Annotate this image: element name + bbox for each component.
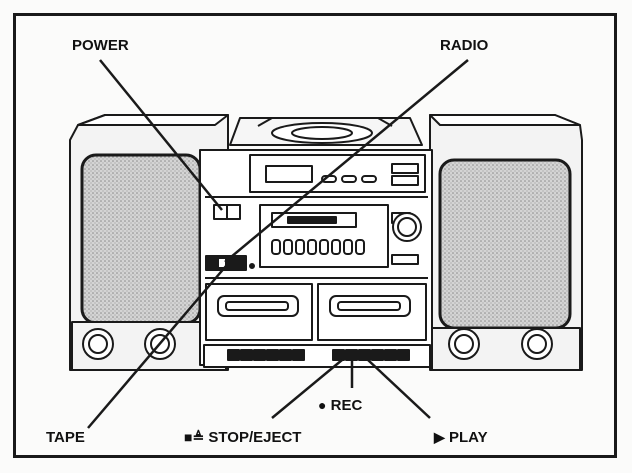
- transport-keys-right: [332, 349, 410, 361]
- stop-eject-label-text: STOP/EJECT: [208, 429, 302, 446]
- tape-label: TAPE: [46, 429, 85, 446]
- tape-label-text: TAPE: [46, 429, 85, 446]
- center-unit: [199, 117, 433, 368]
- stop-icon: ■: [184, 429, 193, 445]
- radio-label-text: RADIO: [440, 37, 489, 54]
- diagram-frame: [13, 13, 617, 458]
- play-icon: ▶: [434, 429, 445, 445]
- tape-leader: [87, 265, 227, 429]
- left-speaker-grill: [80, 153, 202, 325]
- record-icon: ●: [318, 397, 327, 413]
- radio-label: RADIO: [440, 37, 488, 54]
- power-leader: [99, 59, 223, 211]
- play-leader: [367, 359, 431, 419]
- transport-keys-left: [227, 349, 305, 361]
- play-label-text: PLAY: [448, 429, 488, 446]
- rec-label: ● REC: [318, 397, 362, 414]
- power-label: POWER: [72, 37, 129, 54]
- stop-eject-label: ■≜ STOP/EJECT: [184, 429, 301, 446]
- eject-icon: ≜: [192, 429, 205, 445]
- right-speaker: [429, 114, 583, 371]
- radio-leader: [224, 59, 469, 263]
- leader-lines: [87, 59, 469, 429]
- play-label: ▶ PLAY: [434, 429, 488, 446]
- stop-eject-leader: [271, 359, 343, 419]
- power-label-text: POWER: [72, 37, 129, 54]
- right-speaker-grill: [438, 158, 572, 330]
- rec-label-text: REC: [330, 397, 363, 414]
- cd-display: [265, 165, 313, 183]
- function-buttons: [271, 239, 365, 255]
